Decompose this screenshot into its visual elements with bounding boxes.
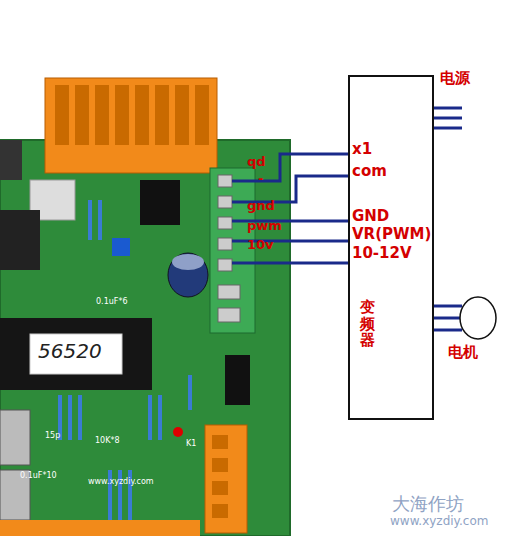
label-text: www.xyzdiy.com — [390, 515, 488, 528]
inverter-box: 变频器 — [348, 75, 434, 420]
label-text: 10v — [247, 238, 274, 252]
power-wires — [434, 108, 462, 330]
label-text: www.xyzdiy.com — [88, 478, 154, 487]
label-text: VR(PWM) — [352, 226, 431, 243]
label-text: K1 — [186, 440, 196, 449]
label-text: 10K*8 — [95, 437, 120, 446]
vertical-title: 变频器 — [360, 299, 375, 349]
orange-terminal-block — [205, 425, 247, 533]
orange-connector — [45, 78, 217, 173]
label-text: gnd — [247, 199, 275, 213]
label-text: - — [258, 172, 263, 186]
label-text: 0.1uF*10 — [20, 472, 57, 481]
label-text: 15p — [45, 432, 60, 441]
sticker-number: 56520 — [38, 340, 102, 362]
label-text: qd — [247, 155, 266, 169]
label-text: 大海作坊 — [392, 494, 464, 514]
pcb-board — [0, 140, 290, 536]
label-text: 0.1uF*6 — [96, 298, 127, 307]
label-text: x1 — [352, 141, 372, 158]
motor-label: 电机 — [448, 344, 478, 361]
label-text: com — [352, 163, 387, 180]
label-text: 电源 — [440, 70, 470, 87]
ic-chip — [0, 318, 152, 390]
label-text: 10-12V — [352, 245, 412, 262]
signal-wires — [232, 154, 348, 263]
motor-wire — [434, 317, 460, 320]
sticker — [30, 334, 122, 374]
motor-circle: 电机 — [446, 296, 504, 366]
label-text: pwm — [247, 219, 282, 233]
motor-outline — [446, 296, 504, 342]
label-text: GND — [352, 208, 389, 225]
